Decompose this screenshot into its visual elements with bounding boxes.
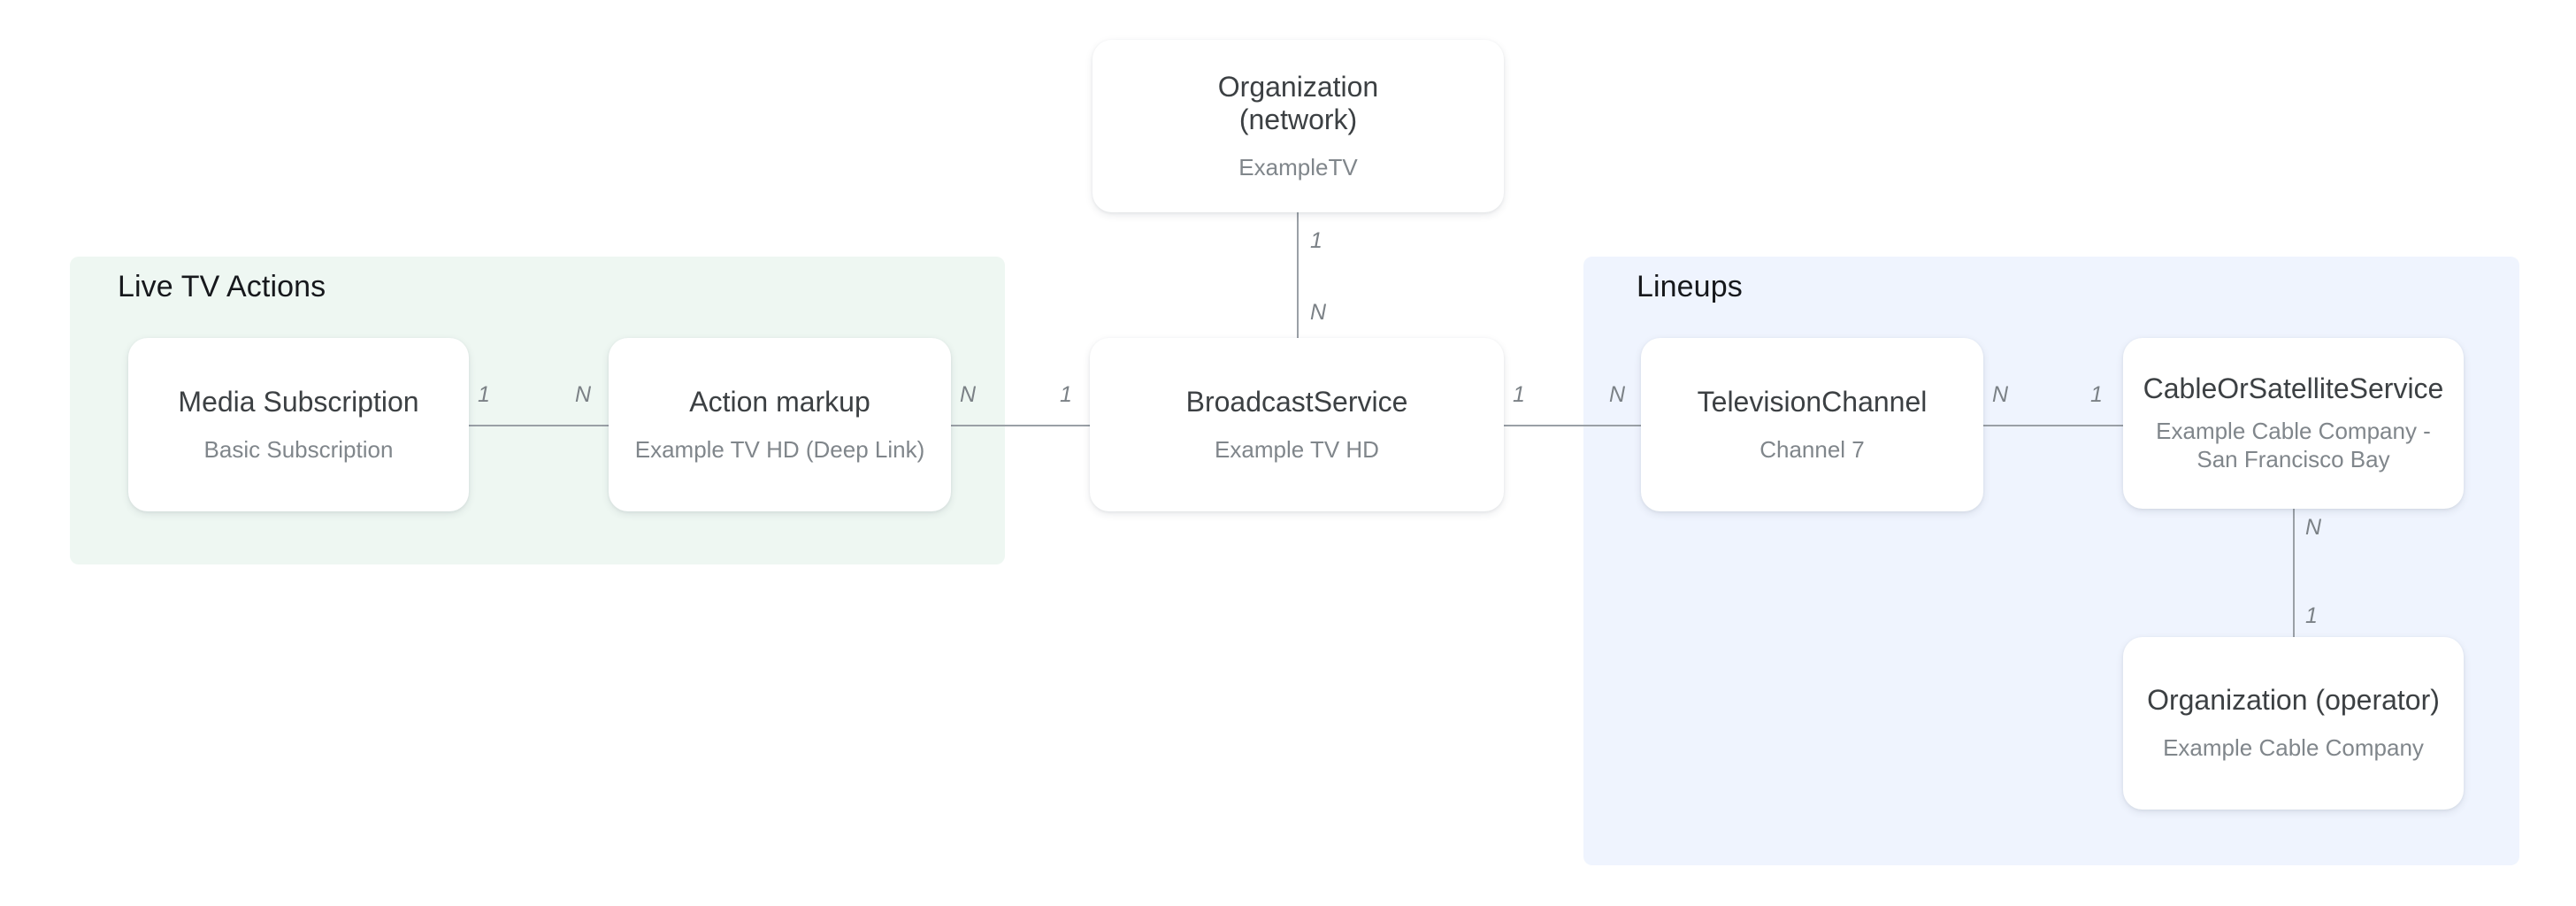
edge-multiplicity-action-markup-to: 1 — [1060, 382, 1072, 407]
node-broadcast-service-title: BroadcastService — [1185, 385, 1408, 418]
edge-multiplicity-action-markup-from: N — [960, 382, 977, 407]
edge-multiplicity-broadcast-service-from: 1 — [1513, 382, 1525, 407]
node-broadcast-service-subtitle: Example TV HD — [1215, 435, 1379, 463]
node-organization-operator-title: Organization (operator) — [2147, 684, 2440, 717]
node-television-channel-subtitle: Channel 7 — [1760, 435, 1865, 463]
node-cable-or-satellite-service-title: CableOrSatelliteService — [2143, 372, 2444, 405]
node-organization-network-title: Organization (network) — [1217, 70, 1379, 136]
edge-multiplicity-cable-or-satellite-service-from: N — [2305, 515, 2322, 540]
panel-lineups-title: Lineups — [1637, 270, 1743, 303]
node-television-channel-title: TelevisionChannel — [1697, 385, 1928, 418]
node-cable-or-satellite-service-subtitle: Example Cable Company - San Francisco Ba… — [2156, 417, 2431, 473]
edge-multiplicity-media-subscription-to: N — [575, 382, 592, 407]
edge-television-channel-cable-or-satellite-service — [1982, 425, 2125, 426]
edge-multiplicity-organization-network-to: N — [1310, 300, 1327, 325]
panel-live-tv-actions-title: Live TV Actions — [118, 270, 326, 303]
edge-multiplicity-cable-or-satellite-service-to: 1 — [2305, 603, 2318, 628]
node-action-markup-subtitle: Example TV HD (Deep Link) — [634, 435, 925, 463]
node-action-markup[interactable]: Action markup Example TV HD (Deep Link) — [609, 338, 951, 511]
node-media-subscription-subtitle: Basic Subscription — [203, 435, 394, 463]
node-media-subscription-title: Media Subscription — [178, 385, 419, 418]
edge-cable-or-satellite-service-organization-operator — [2293, 506, 2295, 639]
node-action-markup-title: Action markup — [689, 385, 870, 418]
edge-action-markup-broadcast-service — [949, 425, 1092, 426]
node-organization-network[interactable]: Organization (network) ExampleTV — [1092, 40, 1504, 212]
node-broadcast-service[interactable]: BroadcastService Example TV HD — [1090, 338, 1504, 511]
edge-multiplicity-broadcast-service-to: N — [1609, 382, 1626, 407]
node-organization-operator-subtitle: Example Cable Company — [2163, 734, 2424, 762]
node-organization-operator[interactable]: Organization (operator) Example Cable Co… — [2123, 637, 2464, 810]
edge-media-subscription-action-markup — [467, 425, 610, 426]
node-organization-network-subtitle: ExampleTV — [1238, 154, 1358, 180]
edge-multiplicity-organization-network-from: 1 — [1310, 228, 1322, 253]
node-television-channel[interactable]: TelevisionChannel Channel 7 — [1641, 338, 1983, 511]
node-media-subscription[interactable]: Media Subscription Basic Subscription — [128, 338, 469, 511]
edge-multiplicity-television-channel-from: N — [1992, 382, 2009, 407]
edge-organization-network-broadcast-service — [1297, 212, 1299, 339]
node-cable-or-satellite-service[interactable]: CableOrSatelliteService Example Cable Co… — [2123, 338, 2464, 509]
edge-multiplicity-media-subscription-from: 1 — [478, 382, 490, 407]
edge-multiplicity-television-channel-to: 1 — [2090, 382, 2103, 407]
edge-broadcast-service-television-channel — [1502, 425, 1644, 426]
